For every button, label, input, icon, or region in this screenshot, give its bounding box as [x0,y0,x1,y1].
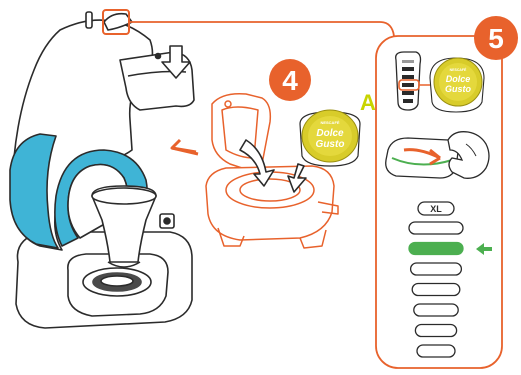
panel-capsule-line2: Gusto [445,84,472,94]
step-4-number: 4 [282,65,298,96]
level-button [411,282,461,297]
level-button-selected [408,241,464,256]
step-4-badge [269,59,311,101]
insert-arrows [239,139,307,193]
capsule-brand-small: NESCAFÉ [320,120,339,125]
level-button [414,323,458,338]
capsule-brand-line1: Dolce [316,128,344,139]
size-xl-button: XL [417,201,455,216]
side-panel [9,133,59,249]
level-gauge-icon [395,51,422,111]
hand-swipe-icon [385,131,490,179]
capsule-icon: NESCAFÉ Dolce Gusto [429,57,485,113]
arrow-left-icon [476,243,492,255]
machine-head [119,51,195,111]
step-5-number: 5 [488,23,504,54]
step-5-badge [474,16,518,60]
connector-line [129,21,395,37]
level-button [413,303,459,317]
level-buttons [408,221,464,358]
cup [91,185,157,263]
coffee-machine [9,11,195,329]
size-xl-label: XL [430,204,442,214]
callout-letter-a: A [360,90,376,115]
level-button [416,344,456,358]
level-button [408,221,464,235]
panel-capsule-brand-small: NESCAFÉ [450,67,467,72]
capsule-brand-line2: Gusto [316,139,345,150]
capsule-a: NESCAFÉ Dolce Gusto [299,109,361,167]
level-button [409,262,463,276]
panel-capsule-line1: Dolce [446,74,471,84]
arrow-down-icon [161,45,191,79]
